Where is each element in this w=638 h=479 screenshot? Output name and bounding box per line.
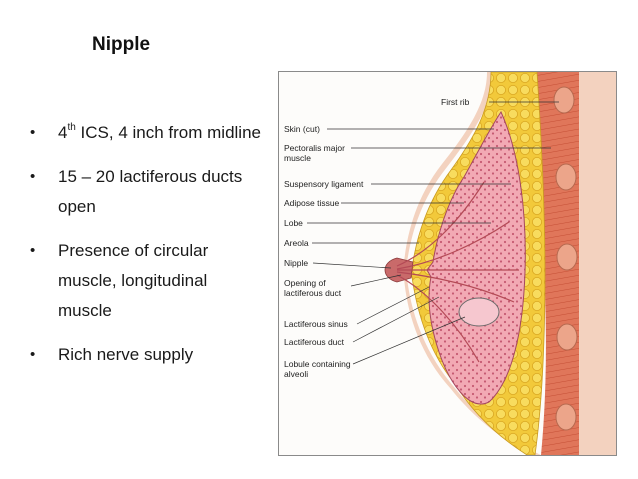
lactiferous-ducts [396,181,519,363]
breast-skin [395,72,541,455]
bullet-superscript: th [67,122,76,134]
label-pectoralis-2: muscle [284,153,311,163]
label-lobe: Lobe [284,218,303,228]
lobule-oval [458,297,500,327]
label-pectoralis-1: Pectoralis major [284,143,345,153]
leader-lines [307,101,559,365]
label-lobule-2: alveoli [284,369,308,379]
bullet-text-pre: 4 [58,123,68,142]
label-sinus: Lactiferous sinus [284,319,348,329]
slide-title: Nipple [92,34,151,55]
label-duct: Lactiferous duct [284,337,345,347]
ribs [553,86,578,431]
bullet-item-muscle: Presence of circular muscle, longitudina… [30,236,262,326]
bullet-item-location: 4th ICS, 4 inch from midline [30,118,262,148]
label-nipple: Nipple [284,258,308,268]
bullet-item-nerve: Rich nerve supply [30,340,262,370]
label-opening-2: lactiferous duct [284,288,342,298]
breast-anatomy-figure: First rib Skin (cut) Pectoralis major mu… [278,71,617,456]
label-first-rib: First rib [441,97,470,107]
label-areola: Areola [284,238,309,248]
chest-skin [579,72,616,455]
label-opening-1: Opening of [284,278,326,288]
label-suspensory: Suspensory ligament [284,179,364,189]
glandular-tissue [426,110,526,405]
label-skin: Skin (cut) [284,124,320,134]
bullet-text-post: ICS, 4 inch from midline [75,123,261,142]
bullet-list: 4th ICS, 4 inch from midline 15 – 20 lac… [30,118,262,384]
label-adipose: Adipose tissue [284,198,340,208]
bullet-item-ducts: 15 – 20 lactiferous ducts open [30,162,262,222]
breast-anatomy-illustration: First rib Skin (cut) Pectoralis major mu… [284,72,616,455]
label-lobule-1: Lobule containing [284,359,351,369]
